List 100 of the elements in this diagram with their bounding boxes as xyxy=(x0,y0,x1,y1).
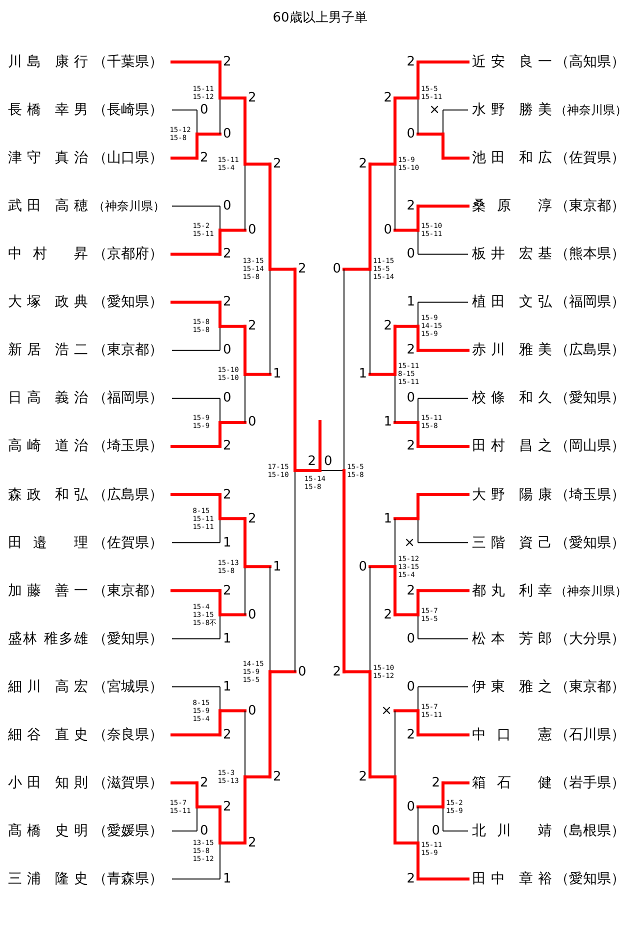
player-name: 高崎 道治 xyxy=(8,439,88,454)
prefecture-label: （奈良県） xyxy=(93,728,163,742)
player-name: 池田 和広 xyxy=(472,151,552,166)
match-score: 1 xyxy=(273,368,282,381)
match-score: 2 xyxy=(248,92,256,105)
prefecture-label: （神奈川県） xyxy=(93,200,165,212)
match-score: 2 xyxy=(406,200,415,213)
match-score: 0 xyxy=(248,608,256,622)
match-score: 2 xyxy=(406,728,415,742)
player-name: 北川 靖 xyxy=(472,824,552,838)
player-name: 日高 義治 xyxy=(8,391,88,406)
player-name: 伊東 雅之 xyxy=(472,680,552,694)
match-score: 2 xyxy=(223,56,232,68)
player-name: 三浦 隆史 xyxy=(8,872,88,886)
match-score: 2 xyxy=(200,152,208,165)
prefecture-label: （埼玉県） xyxy=(93,439,163,454)
prefecture-label: （東京都） xyxy=(555,680,625,694)
player-name: 髙橋 史明 xyxy=(8,824,88,838)
player-name: 新居 浩二 xyxy=(8,343,88,358)
player-name: 小田 知則 xyxy=(8,776,88,790)
match-score: 1 xyxy=(223,872,232,886)
match-score: 2 xyxy=(358,158,367,171)
player-name: 三階 資己 xyxy=(472,536,552,550)
player-name: 松本 芳郎 xyxy=(472,632,552,646)
match-score: 0 xyxy=(223,392,232,405)
player-name: 大野 陽康 xyxy=(472,488,552,502)
prefecture-label: （島根県） xyxy=(555,824,625,838)
prefecture-label: （福岡県） xyxy=(555,295,625,310)
match-score: 2 xyxy=(384,320,392,333)
prefecture-label: （長崎県） xyxy=(93,103,163,118)
match-score: 0 xyxy=(223,200,232,213)
match-score: 2 xyxy=(406,56,415,68)
prefecture-label: （福岡県） xyxy=(93,391,163,406)
prefecture-label: （滋賀県） xyxy=(93,776,163,790)
match-score: 1 xyxy=(384,512,392,526)
match-score: 0 xyxy=(384,224,392,237)
prefecture-label: （熊本県） xyxy=(555,247,625,262)
match-score: 0 xyxy=(406,680,415,694)
match-score: 2 xyxy=(406,584,415,598)
match-score: 0 xyxy=(324,454,332,468)
prefecture-label: （東京都） xyxy=(93,584,163,598)
prefecture-label: （宮城県） xyxy=(93,680,163,694)
prefecture-label: （大分県） xyxy=(555,632,625,646)
player-name: 森政 和弘 xyxy=(8,488,88,502)
match-score: 2 xyxy=(223,296,232,309)
prefecture-label: （高知県） xyxy=(555,55,625,69)
match-score: 2 xyxy=(406,344,415,357)
prefecture-label: （京都府） xyxy=(93,247,163,262)
prefecture-label: （埼玉県） xyxy=(555,488,625,502)
player-name: 津守 真治 xyxy=(8,151,88,166)
match-score: 2 xyxy=(298,262,306,276)
player-name: 田村 昌之 xyxy=(472,439,552,454)
prefecture-label: （青森県） xyxy=(93,872,163,886)
player-name: 校條 和久 xyxy=(472,391,552,406)
player-name: 水野 勝美 xyxy=(472,103,552,118)
match-score: 1 xyxy=(384,416,392,429)
player-name: 細谷 直史 xyxy=(8,728,88,742)
match-score: 0 xyxy=(223,344,232,357)
prefecture-label: （石川県） xyxy=(555,728,625,742)
match-score: 0 xyxy=(200,824,208,838)
match-score: 2 xyxy=(248,512,256,526)
player-name: 長橋 幸男 xyxy=(8,103,88,118)
match-score: 0 xyxy=(298,665,306,678)
player-name: 細川 高宏 xyxy=(8,680,88,694)
match-score: 2 xyxy=(223,440,232,453)
match-score: 1 xyxy=(223,536,232,550)
player-name: 中村 昇 xyxy=(8,247,88,262)
prefecture-label: （東京都） xyxy=(93,343,163,358)
match-score: 0 xyxy=(248,224,256,237)
prefecture-label: （愛知県） xyxy=(555,872,625,886)
match-score: 2 xyxy=(248,320,256,333)
match-score: 1 xyxy=(358,368,367,381)
match-score: 2 xyxy=(332,665,341,678)
match-score: 2 xyxy=(248,836,256,850)
prefecture-label: （愛知県） xyxy=(555,536,625,550)
prefecture-label: （千葉県） xyxy=(93,55,163,69)
match-score: 1 xyxy=(223,632,232,646)
match-score: 1 xyxy=(406,296,415,309)
prefecture-label: （愛知県） xyxy=(93,632,163,646)
prefecture-label: （山口県） xyxy=(93,151,163,166)
player-name: 大塚 政典 xyxy=(8,295,88,310)
prefecture-label: （広島県） xyxy=(93,488,163,502)
match-score: × xyxy=(404,536,415,550)
player-name: 中口 憲 xyxy=(472,728,552,742)
player-name: 武田 高穂 xyxy=(8,199,88,214)
match-score: 2 xyxy=(223,584,232,598)
match-score: 0 xyxy=(358,560,367,574)
match-score: 2 xyxy=(223,728,232,742)
prefecture-label: （佐賀県） xyxy=(555,151,625,166)
match-score: 0 xyxy=(406,248,415,261)
match-score: 2 xyxy=(432,776,440,790)
match-score: 2 xyxy=(200,776,208,790)
match-score: 2 xyxy=(223,800,232,814)
player-name: 都丸 利幸 xyxy=(472,584,552,598)
match-score: 0 xyxy=(406,392,415,405)
match-score: 0 xyxy=(200,104,208,117)
match-score: 2 xyxy=(384,92,392,105)
player-name: 植田 文弘 xyxy=(472,295,552,310)
match-score: × xyxy=(429,104,440,117)
match-score: 2 xyxy=(406,440,415,453)
